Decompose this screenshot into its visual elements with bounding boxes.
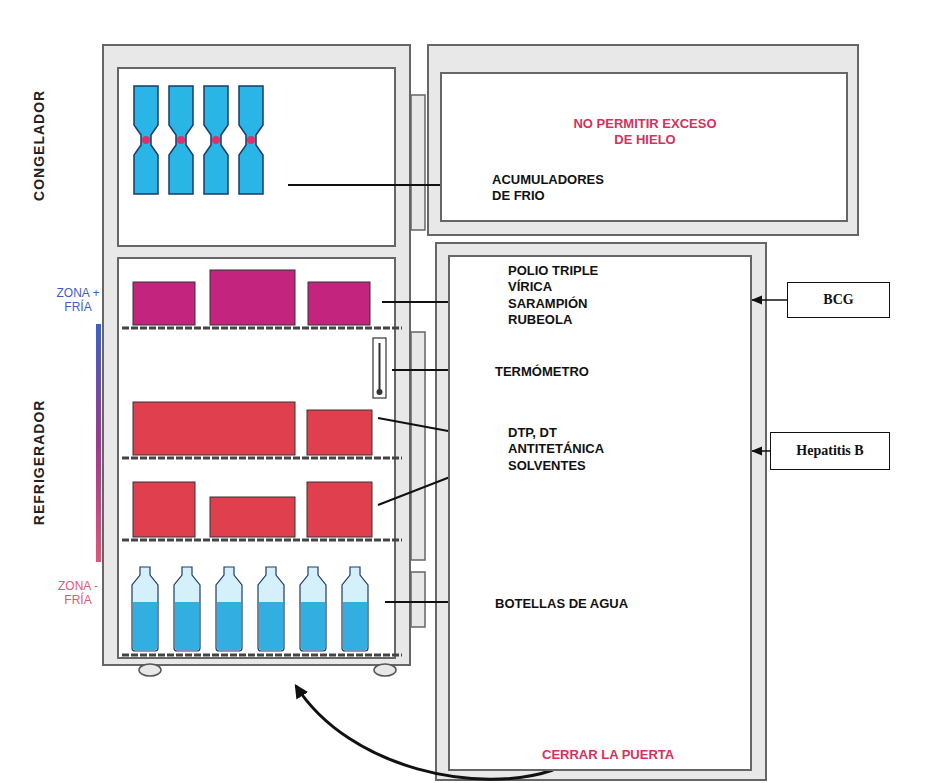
water-bottle bbox=[216, 567, 242, 651]
shelf bbox=[122, 539, 402, 542]
callout-box: Hepatitis B bbox=[770, 432, 890, 470]
freezer-compartment bbox=[118, 68, 395, 246]
door-panel: NO PERMITIR EXCESO DE HIELO ACUMULADORES … bbox=[440, 72, 848, 222]
shelf bbox=[122, 457, 402, 460]
section-label: CONGELADOR bbox=[32, 89, 49, 200]
door-hinge bbox=[411, 95, 425, 230]
connector-arrow bbox=[752, 299, 787, 301]
vaccine-box bbox=[133, 402, 295, 455]
ice-pack bbox=[134, 86, 158, 194]
door-panel: POLIO TRIPLE VÍRICA SARAMPIÓN RUBEOLA TER… bbox=[448, 255, 752, 771]
node-text: NO PERMITIR EXCESO DE HIELO bbox=[570, 116, 720, 149]
water-bottle bbox=[342, 567, 368, 651]
water-bottle bbox=[258, 567, 284, 651]
vaccine-box bbox=[307, 410, 372, 455]
zone-label: ZONA + FRÍA bbox=[54, 286, 102, 315]
connector-arrow bbox=[752, 450, 770, 452]
fridge-foot bbox=[139, 664, 161, 676]
node-text: CERRAR LA PUERTA bbox=[542, 747, 674, 763]
vaccine-box bbox=[133, 282, 195, 325]
thermometer bbox=[373, 338, 386, 398]
node-text: Hepatitis B bbox=[796, 442, 863, 460]
freezer-door bbox=[428, 45, 858, 235]
zone-label: ZONA - FRÍA bbox=[54, 579, 102, 608]
vaccine-box bbox=[133, 482, 195, 537]
ice-pack bbox=[169, 86, 193, 194]
node-text: TERMÓMETRO bbox=[495, 364, 589, 380]
fridge-body bbox=[103, 45, 410, 665]
shelf bbox=[122, 654, 402, 657]
node-text: DTP, DT ANTITETÁNICA SOLVENTES bbox=[508, 425, 626, 474]
door-hinge bbox=[411, 572, 425, 627]
vaccine-box bbox=[210, 270, 295, 325]
door-hinge bbox=[411, 332, 425, 560]
temperature-gradient-bar bbox=[96, 324, 101, 562]
ice-pack bbox=[239, 86, 263, 194]
water-bottle bbox=[132, 567, 158, 651]
fridge-foot bbox=[374, 664, 396, 676]
vaccine-box bbox=[307, 482, 372, 537]
water-bottle bbox=[174, 567, 200, 651]
vaccine-box bbox=[308, 282, 370, 325]
vaccine-box bbox=[210, 497, 295, 537]
node-text: BCG bbox=[823, 291, 853, 309]
callout-box: BCG bbox=[787, 282, 890, 318]
thermometer-column bbox=[379, 343, 381, 393]
thermometer-bulb bbox=[377, 389, 383, 395]
shelf bbox=[122, 327, 402, 330]
section-label: REFRIGERADOR bbox=[32, 399, 49, 525]
node-text: ACUMULADORES DE FRIO bbox=[492, 172, 622, 205]
node-text: POLIO TRIPLE VÍRICA SARAMPIÓN RUBEOLA bbox=[508, 263, 626, 328]
water-bottle bbox=[300, 567, 326, 651]
node-text: BOTELLAS DE AGUA bbox=[495, 596, 628, 612]
ice-pack bbox=[204, 86, 228, 194]
fridge-door bbox=[436, 243, 766, 780]
